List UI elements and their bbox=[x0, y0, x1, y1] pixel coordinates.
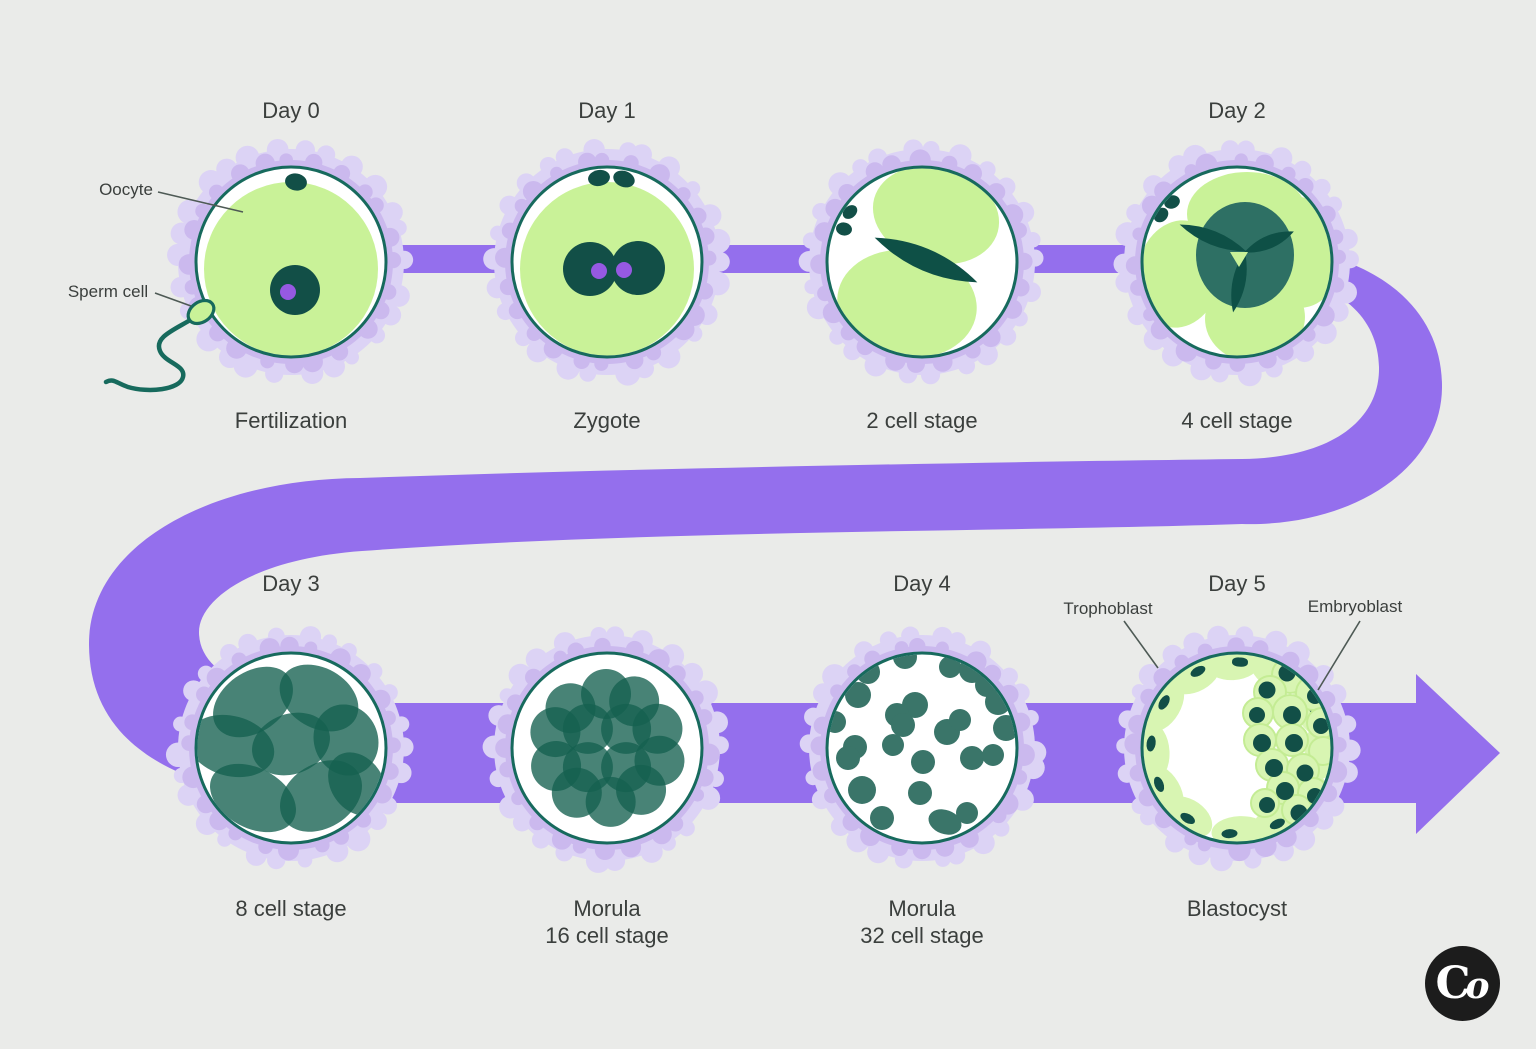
cell-zygote bbox=[483, 139, 731, 386]
logo-letter-c: C bbox=[1435, 957, 1471, 1009]
oocyte-label: Oocyte bbox=[99, 180, 153, 199]
cell-morula-32-cell bbox=[799, 626, 1047, 869]
sperm-cell-line bbox=[154, 292, 192, 307]
stage-label-morula32: Morula 32 cell stage bbox=[860, 895, 984, 949]
cell-8-cell-stage bbox=[165, 626, 414, 870]
stage-label-8cell: 8 cell stage bbox=[235, 896, 347, 921]
cell-2-cell-stage bbox=[798, 139, 1044, 385]
sperm-tail bbox=[103, 316, 195, 393]
stage-subname: 32 cell stage bbox=[860, 923, 984, 948]
oocyte-line bbox=[157, 191, 244, 213]
brand-logo: C o bbox=[1425, 946, 1500, 1021]
stage-label-4cell: 4 cell stage bbox=[1181, 408, 1293, 433]
embryoblast-label: Embryoblast bbox=[1307, 597, 1403, 616]
cell-blastocyst bbox=[1116, 625, 1361, 872]
cell-morula-16-cell bbox=[482, 626, 729, 873]
sperm-head bbox=[186, 298, 216, 326]
stage-label-fertilization: Fertilization bbox=[234, 408, 348, 433]
day-label-4: Day 4 bbox=[893, 571, 951, 596]
trophoblast-line bbox=[1123, 620, 1159, 669]
stage-name: Morula bbox=[888, 896, 956, 921]
stage-subname: 16 cell stage bbox=[545, 923, 669, 948]
stage-label-morula16: Morula 16 cell stage bbox=[545, 895, 669, 949]
logo-letter-o: o bbox=[1465, 964, 1490, 1007]
stage-label-2cell: 2 cell stage bbox=[866, 408, 978, 433]
trophoblast-label: Trophoblast bbox=[1063, 599, 1153, 618]
stage-label-zygote: Zygote bbox=[573, 408, 641, 433]
day-label-1: Day 1 bbox=[578, 98, 636, 123]
day-label-2: Day 2 bbox=[1208, 98, 1266, 123]
cell-4-cell-stage bbox=[1113, 140, 1359, 387]
cell-fertilization bbox=[167, 138, 414, 385]
sperm-cell-label: Sperm cell bbox=[67, 282, 149, 301]
day-label-5: Day 5 bbox=[1208, 571, 1266, 596]
embryoblast-line bbox=[1317, 620, 1361, 691]
stage-label-blastocyst: Blastocyst bbox=[1186, 896, 1288, 921]
day-label-0: Day 0 bbox=[262, 98, 320, 123]
sperm-cell-drawing bbox=[103, 298, 216, 393]
stage-name: Morula bbox=[573, 896, 641, 921]
day-label-3: Day 3 bbox=[262, 571, 320, 596]
